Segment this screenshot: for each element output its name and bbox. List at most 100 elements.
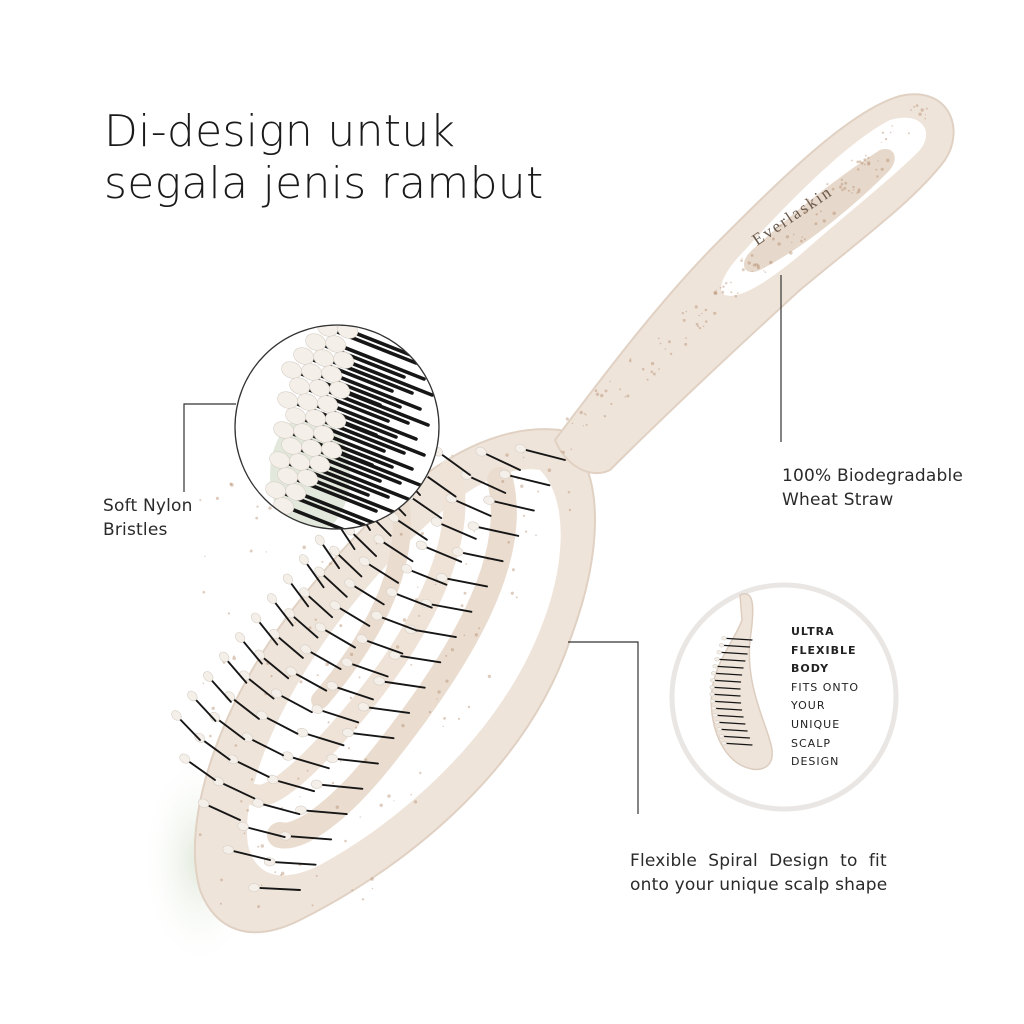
wheat-speckle <box>604 389 608 393</box>
inset-bristle-tip <box>709 692 715 697</box>
bristle-pin <box>284 835 333 841</box>
wheat-speckle <box>684 342 688 346</box>
bristle-pin <box>202 802 241 821</box>
bristle-pin <box>290 670 328 692</box>
wheat-speckle <box>652 372 656 376</box>
inset-bristle-tip <box>710 699 716 704</box>
wheat-speckle <box>858 160 862 163</box>
bristle-tip <box>373 676 385 686</box>
inset-bristle-pin <box>714 714 744 718</box>
wheat-speckle <box>907 132 910 135</box>
wheat-speckle <box>361 898 365 901</box>
wheat-speckle <box>807 208 810 211</box>
wheat-speckle <box>256 505 259 508</box>
wheat-speckle <box>713 311 717 315</box>
magnified-bristle-tip <box>277 467 299 485</box>
wheat-speckle <box>847 189 850 192</box>
bristle-pin <box>286 755 330 770</box>
wheat-speckle <box>413 800 418 804</box>
bristle-tip <box>252 798 264 808</box>
wheat-speckle <box>584 413 587 416</box>
wheat-speckle <box>594 389 598 393</box>
wheat-speckle <box>401 723 405 728</box>
bristle-tip <box>311 704 323 714</box>
bristle-pin <box>331 684 374 701</box>
magnified-bristle-tip <box>293 423 315 441</box>
wheat-speckle <box>801 236 804 238</box>
wheat-speckle <box>603 415 607 418</box>
bristle-tip <box>499 469 511 479</box>
bristle-pin <box>409 628 457 639</box>
wheat-speckle <box>257 905 261 909</box>
bristle-tip <box>341 657 353 668</box>
inset-bristle-pin <box>713 707 743 711</box>
magnified-bristle-pin <box>281 504 374 529</box>
wheat-speckle <box>465 563 468 565</box>
wheat-speckle <box>547 468 552 473</box>
bristle-pin <box>275 692 313 714</box>
wheat-speckle <box>565 417 569 421</box>
wheat-speckle <box>450 648 454 652</box>
magnified-bristle-pin <box>333 342 426 381</box>
wheat-speckle <box>864 154 867 157</box>
wheat-speckle <box>924 117 926 120</box>
wheat-speckle <box>851 159 853 162</box>
wheat-speckle <box>457 717 461 720</box>
wheat-speckle <box>751 270 753 273</box>
wheat-speckle <box>750 254 754 257</box>
wheat-speckle <box>884 137 888 141</box>
wheat-speckle <box>752 263 757 267</box>
magnified-bristle-tip <box>297 469 319 487</box>
wheat-speckle <box>522 514 526 517</box>
bristle-pin <box>348 582 385 606</box>
bristle-pin <box>253 886 301 891</box>
wheat-speckle <box>537 490 540 493</box>
wheat-speckle <box>437 690 441 694</box>
bristle-pin <box>261 714 299 735</box>
bristle-pin <box>425 602 473 613</box>
bristle-tip <box>248 883 260 893</box>
wheat-speckle <box>822 219 826 223</box>
wheat-speckle <box>789 251 793 255</box>
bristle-tip <box>219 651 230 663</box>
wheat-speckle <box>713 291 717 295</box>
wheat-speckle <box>881 131 885 134</box>
wheat-speckle <box>255 516 259 520</box>
wheat-speckle <box>778 230 781 233</box>
wheat-speckle <box>844 181 848 185</box>
magnified-bristle-tip <box>309 455 331 473</box>
wheat-speckle <box>763 270 765 272</box>
wheat-speckle <box>227 612 230 615</box>
wheat-speckle <box>379 803 383 807</box>
wheat-speckle <box>863 158 867 162</box>
wheat-speckle <box>646 378 649 381</box>
wheat-speckle <box>410 663 413 666</box>
magnified-bristle-pin <box>293 490 386 529</box>
inset-bristle-pin <box>712 700 742 704</box>
bristle-tip <box>451 547 464 557</box>
inset-bristle-tip <box>710 678 716 683</box>
wheat-speckle <box>764 271 767 274</box>
wheat-speckle <box>664 348 667 350</box>
inset-bristle-pin <box>718 728 748 732</box>
bristle-tip <box>460 470 472 480</box>
wheat-speckle <box>600 393 604 398</box>
bristle-pin <box>243 674 275 700</box>
bristle-tip <box>295 805 307 815</box>
wheat-speckle <box>669 352 673 356</box>
bristle-pin <box>360 638 404 655</box>
wheat-speckle <box>199 499 202 502</box>
bristle-pin <box>271 778 316 793</box>
wheat-speckle <box>698 326 702 330</box>
bristle-tip <box>326 753 338 763</box>
inset-bristle-tip <box>721 636 727 641</box>
inset-line: SCALP <box>791 736 831 750</box>
wheat-speckle <box>415 598 418 602</box>
wheat-speckle <box>204 555 206 558</box>
wheat-speckle <box>877 160 879 162</box>
wheat-speckle <box>393 800 395 802</box>
wheat-speckle <box>294 621 296 624</box>
bristle-pin <box>331 757 379 765</box>
wheat-speckle <box>265 551 267 553</box>
